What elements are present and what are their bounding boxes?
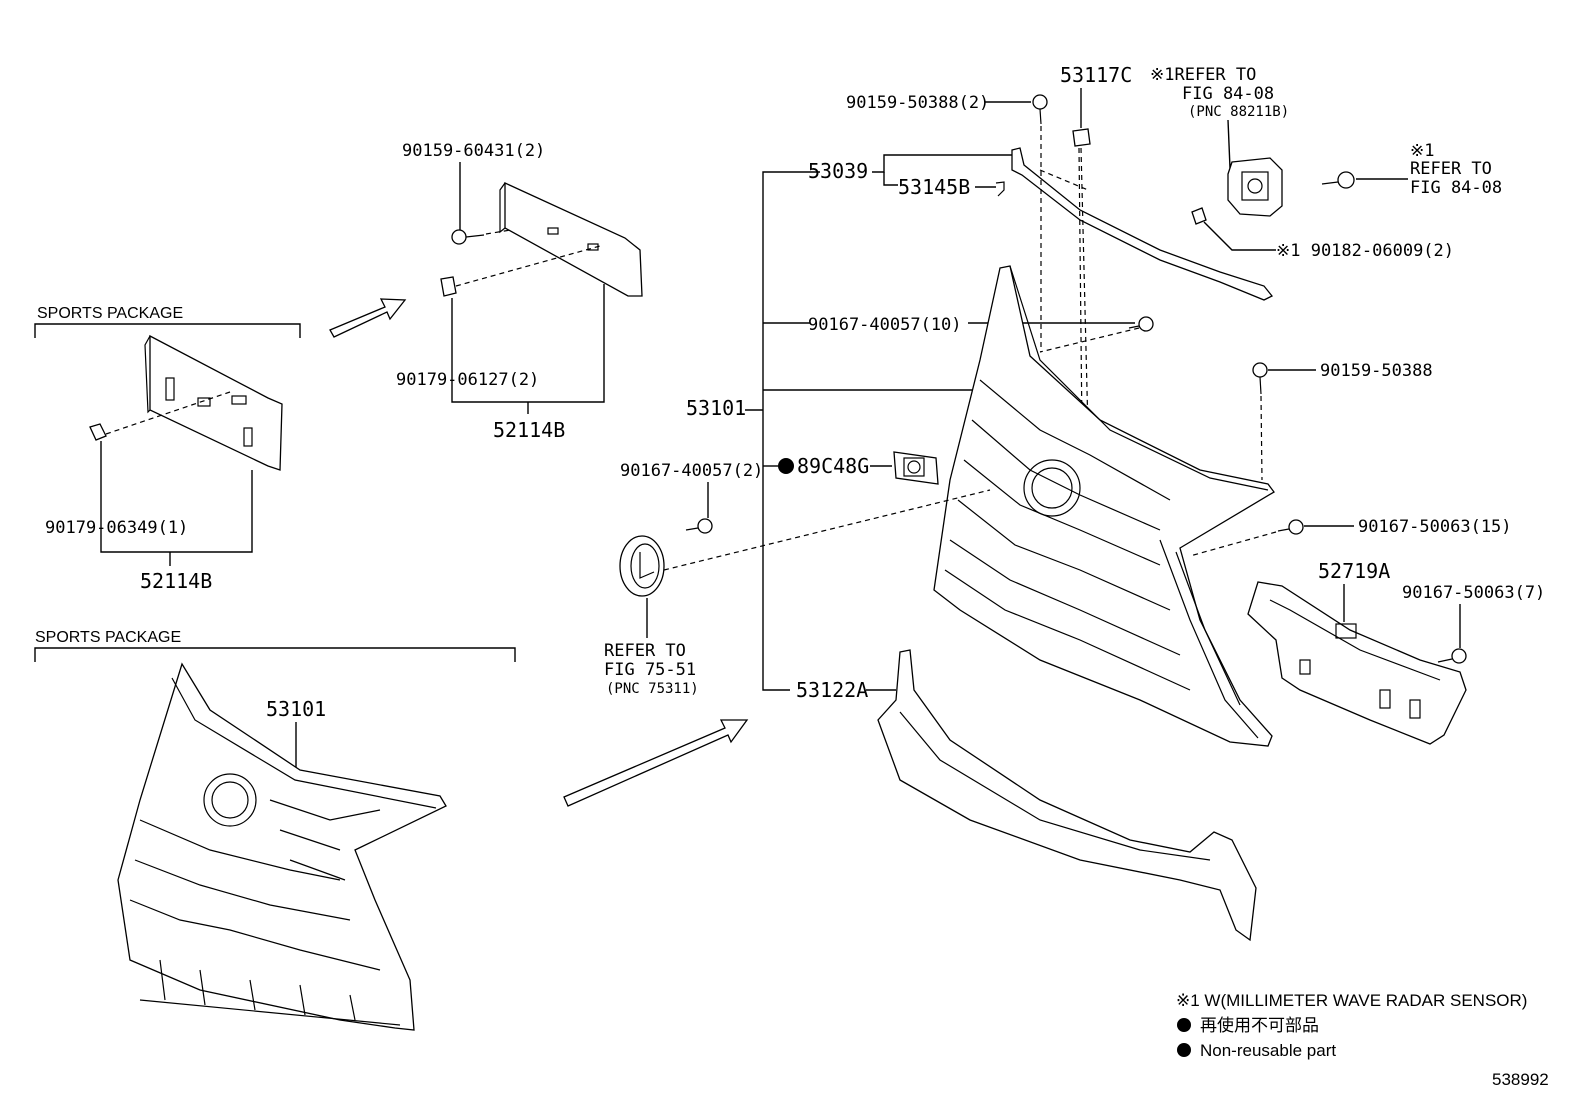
label-90159-50388: 90159-50388 xyxy=(1320,361,1433,381)
non-reusable-dot-icon xyxy=(778,458,794,474)
clip-90179-06127 xyxy=(440,276,457,297)
leader-dash xyxy=(455,245,601,287)
clip-53117c xyxy=(1072,128,1091,147)
ref-right-line3: FIG 84-08 xyxy=(1410,178,1502,198)
screw-90167-50063-15 xyxy=(1277,519,1304,535)
license-plate-bracket-sports xyxy=(144,334,283,471)
leader-dash xyxy=(1078,147,1083,431)
radiator-grille-main xyxy=(933,265,1275,747)
label-90167-40057-10: 90167-40057(10) xyxy=(808,315,962,335)
screw-90167-50063-7 xyxy=(1437,648,1467,664)
ref-emblem-line2: FIG 75-51 xyxy=(604,660,696,680)
note-radar-sensor: ※1 W(MILLIMETER WAVE RADAR SENSOR) xyxy=(1176,991,1527,1010)
label-53039: 53039 xyxy=(808,159,868,183)
arrow-icon-right xyxy=(563,719,749,807)
assembly-bracket-53101 xyxy=(762,171,820,691)
ref-emblem-line3: (PNC 75311) xyxy=(606,681,699,697)
diagram-id: 538992 xyxy=(1492,1070,1549,1089)
sports-package-bracket-top xyxy=(34,323,301,338)
note-non-reusable-jp: 再使用不可部品 xyxy=(1200,1015,1319,1036)
label-90179-06349: 90179-06349(1) xyxy=(45,518,188,538)
ref-right-line2: REFER TO xyxy=(1410,159,1492,179)
label-90182-06009: ※1 90182-06009(2) xyxy=(1276,241,1454,261)
leader-dash xyxy=(1080,147,1089,431)
leader-line xyxy=(883,172,898,186)
label-90159-60431: 90159-60431(2) xyxy=(402,141,545,161)
label-53101-sports: 53101 xyxy=(266,697,326,721)
leader-dash xyxy=(663,489,991,571)
emblem xyxy=(619,535,665,597)
label-90167-50063-15: 90167-50063(15) xyxy=(1358,517,1512,537)
ref-top-line1: ※1REFER TO xyxy=(1150,65,1256,85)
leader-line xyxy=(1227,119,1231,169)
ref-top-line3: (PNC 88211B) xyxy=(1188,104,1289,120)
arrow-icon-up-right xyxy=(329,298,407,338)
radiator-grille-sports xyxy=(117,662,447,1031)
bolt-90159-50388-2 xyxy=(1032,94,1048,125)
leader-52114b-left xyxy=(100,441,253,553)
clip-53145b xyxy=(995,181,1005,197)
label-89c48g: 89C48G xyxy=(797,454,869,478)
label-52719a: 52719A xyxy=(1318,559,1390,583)
bullet-dot-icon xyxy=(1177,1043,1191,1057)
bolt-radar xyxy=(1321,171,1355,189)
bolt-90159-60431 xyxy=(451,229,485,245)
leader-dash xyxy=(105,391,231,435)
label-53117c: 53117C xyxy=(1060,63,1132,87)
label-53122a: 53122A xyxy=(796,678,868,702)
label-90179-06127: 90179-06127(2) xyxy=(396,370,539,390)
ref-top-line2: FIG 84-08 xyxy=(1182,84,1274,104)
leader-line xyxy=(1203,221,1276,251)
note-non-reusable-en: Non-reusable part xyxy=(1200,1041,1336,1060)
label-90167-40057-2: 90167-40057(2) xyxy=(620,461,763,481)
sports-package-label-top: SPORTS PACKAGE xyxy=(37,305,183,322)
ref-emblem-line1: REFER TO xyxy=(604,641,686,661)
bolt-90159-50388 xyxy=(1252,362,1268,395)
label-53101: 53101 xyxy=(686,396,746,420)
label-52114b-left: 52114B xyxy=(140,569,212,593)
leader-line xyxy=(872,154,1014,173)
label-53145b: 53145B xyxy=(898,175,970,199)
absorber-52719a xyxy=(1247,581,1467,745)
screw-90167-40057-2 xyxy=(685,518,713,534)
lower-molding-53122a xyxy=(877,649,1257,942)
leader-dash xyxy=(1039,327,1140,353)
label-90167-50063-7: 90167-50063(7) xyxy=(1402,583,1545,603)
sports-package-label-bottom: SPORTS PACKAGE xyxy=(35,629,181,646)
bracket-89c48g xyxy=(893,451,939,485)
label-52114b-mid: 52114B xyxy=(493,418,565,442)
bullet-dot-icon xyxy=(1177,1018,1191,1032)
screw-90167-40057-10 xyxy=(1128,316,1154,332)
ref-right-line1: ※1 xyxy=(1410,141,1434,161)
leader-dash xyxy=(1260,395,1263,481)
sports-package-bracket-bottom xyxy=(34,647,516,662)
license-plate-bracket xyxy=(499,181,643,297)
label-90159-50388-2: 90159-50388(2) xyxy=(846,93,989,113)
radar-sensor xyxy=(1227,157,1283,217)
leader-dash xyxy=(1189,531,1277,557)
clip-90179-06349 xyxy=(89,423,107,441)
nut-90182-06009 xyxy=(1191,207,1207,225)
